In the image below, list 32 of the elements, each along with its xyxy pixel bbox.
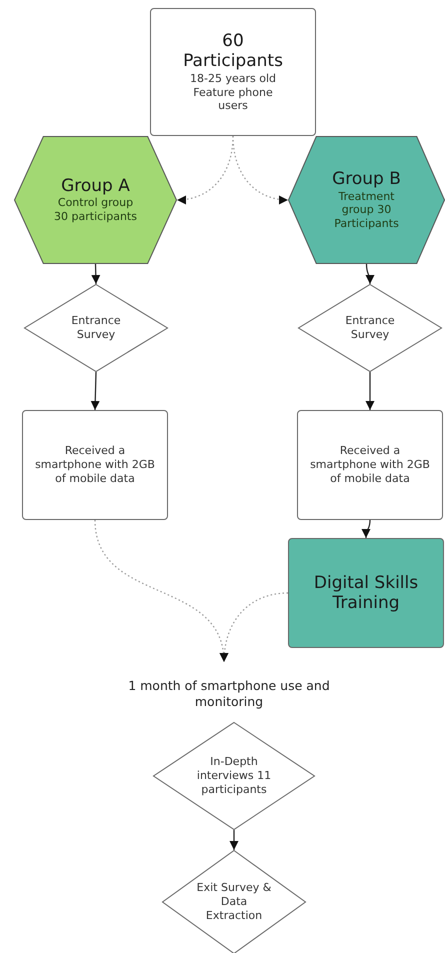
node-text: Received a smartphone with 2GB of mobile data	[309, 444, 431, 486]
node-text: 18-25 years old Feature phone users	[189, 72, 277, 114]
node-text: Control group 30 participants	[53, 196, 138, 224]
process-box	[297, 410, 443, 520]
step-text: 1 month of smartphone use and monitoring	[127, 678, 331, 710]
arrow	[366, 372, 374, 410]
arrow	[220, 592, 288, 662]
node-title: 60 Participants	[182, 30, 284, 72]
process-box	[22, 410, 168, 520]
node-title: Group A	[61, 176, 130, 196]
decision-diamond	[162, 850, 306, 953]
arrow	[230, 830, 238, 850]
group-hexagon	[288, 136, 445, 264]
decision-diamond	[153, 722, 315, 830]
node-title: Group B	[332, 169, 401, 190]
node-text: Exit Survey & Data Extraction	[196, 881, 272, 923]
arrow	[91, 264, 100, 284]
arrow	[365, 264, 374, 284]
arrow	[90, 372, 100, 410]
arrow	[362, 520, 371, 538]
node-text: Entrance Survey	[344, 314, 396, 342]
node-text: In-Depth interviews 11 participants	[196, 755, 272, 797]
arrow	[232, 136, 288, 204]
node-title: Digital Skills Training	[312, 572, 420, 614]
decision-diamond	[298, 284, 442, 372]
group-hexagon	[14, 136, 177, 264]
node-text: Entrance Survey	[70, 314, 122, 342]
training-box	[288, 538, 444, 648]
node-text: Received a smartphone with 2GB of mobile data	[34, 444, 156, 486]
decision-diamond	[24, 284, 168, 372]
node-text: Treatment group 30 Participants	[333, 190, 400, 231]
process-box	[150, 8, 316, 136]
